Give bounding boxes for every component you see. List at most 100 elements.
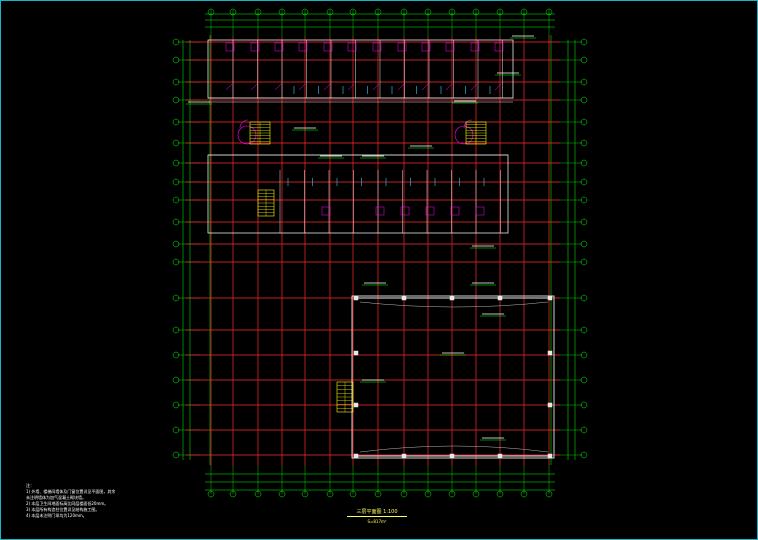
axis-bubble-icon xyxy=(172,451,180,459)
door-swing-icon xyxy=(225,42,235,52)
door-swing-icon xyxy=(274,83,282,91)
axis-bubble-icon xyxy=(448,8,456,16)
classroom-block-top xyxy=(207,39,514,99)
door-swing-icon xyxy=(425,206,435,216)
door-swing-icon xyxy=(445,83,453,91)
door-swing-icon xyxy=(450,206,460,216)
axis-bubble-icon xyxy=(172,326,180,334)
axis-bubble-icon xyxy=(326,490,334,498)
axis-bubble-icon xyxy=(520,490,528,498)
axis-bubble-icon xyxy=(580,218,588,226)
axis-bubble-icon xyxy=(580,451,588,459)
door-swing-icon xyxy=(274,42,284,52)
axis-bubble-icon xyxy=(400,490,408,498)
door-swing-icon xyxy=(250,83,258,91)
axis-bubble-icon xyxy=(254,490,262,498)
door-swing-icon xyxy=(372,83,380,91)
axis-bubble-icon xyxy=(172,294,180,302)
axis-bubble-icon xyxy=(424,8,432,16)
axis-bubble-icon xyxy=(580,326,588,334)
axis-bubble-icon xyxy=(172,96,180,104)
door-swing-icon xyxy=(397,83,405,91)
axis-bubble-icon xyxy=(172,196,180,204)
note-item: 未注明墙体为加气混凝土砌块墙。 xyxy=(26,495,86,500)
axis-bubble-icon xyxy=(580,139,588,147)
axis-bubble-icon xyxy=(580,258,588,266)
axis-bubble-icon xyxy=(229,8,237,16)
door-swing-icon xyxy=(347,42,357,52)
axis-bubble-icon xyxy=(172,401,180,409)
door-swing-icon xyxy=(475,206,485,216)
note-item: 2) 本层卫生间地面标高比同层楼面低20mm。 xyxy=(26,501,109,506)
axis-bubble-icon xyxy=(172,159,180,167)
axis-bubble-icon xyxy=(172,178,180,186)
axis-bubble-icon xyxy=(580,196,588,204)
door-swing-icon xyxy=(239,119,249,129)
axis-bubble-icon xyxy=(580,351,588,359)
column xyxy=(353,350,359,356)
axis-bubble-icon xyxy=(349,490,357,498)
column xyxy=(547,402,553,408)
note-item: 4) 本层未注明门垛均为120mm。 xyxy=(26,513,87,518)
door-swing-icon xyxy=(470,42,480,52)
axis-bubble-icon xyxy=(301,490,309,498)
door-swing-icon xyxy=(494,42,504,52)
column xyxy=(353,402,359,408)
axis-bubble-icon xyxy=(172,351,180,359)
door-swing-icon xyxy=(400,206,410,216)
axis-bubble-icon xyxy=(172,240,180,248)
axis-bubble-icon xyxy=(580,159,588,167)
door-swing-icon xyxy=(225,83,233,91)
axis-bubble-icon xyxy=(580,240,588,248)
axis-bubble-icon xyxy=(580,78,588,86)
axis-bubble-icon xyxy=(172,218,180,226)
notes-label: 注： xyxy=(26,483,34,488)
door-swing-icon xyxy=(372,42,382,52)
axis-bubble-icon xyxy=(520,8,528,16)
axis-bubble-icon xyxy=(580,294,588,302)
axis-bubble-icon xyxy=(400,8,408,16)
axis-bubble-icon xyxy=(207,490,215,498)
axis-bubble-icon xyxy=(172,258,180,266)
note-item: 1) 外墙、楼梯间墙体及门窗位置详见平面图，其余 xyxy=(26,489,116,494)
door-swing-icon xyxy=(421,83,429,91)
axis-bubble-icon xyxy=(229,490,237,498)
axis-bubble-icon xyxy=(580,426,588,434)
axis-bubble-icon xyxy=(580,96,588,104)
title-underline xyxy=(347,516,407,517)
door-swing-icon xyxy=(298,83,306,91)
axis-bubble-icon xyxy=(472,8,480,16)
door-swing-icon xyxy=(494,83,502,91)
axis-bubble-icon xyxy=(278,8,286,16)
door-swing-icon xyxy=(321,206,331,216)
drawing-title-block: 三层平面图 1:100 S=817m² xyxy=(337,508,417,524)
drawing-title: 三层平面图 1:100 xyxy=(356,509,398,515)
axis-bubble-icon xyxy=(349,8,357,16)
axis-bubble-icon xyxy=(448,490,456,498)
column-circle xyxy=(237,125,257,145)
door-swing-icon xyxy=(250,42,260,52)
axis-bubble-icon xyxy=(472,490,480,498)
axis-bubble-icon xyxy=(254,8,262,16)
drawing-notes: 注： 1) 外墙、楼梯间墙体及门窗位置详见平面图，其余 未注明墙体为加气混凝土砌… xyxy=(26,483,115,519)
door-swing-icon xyxy=(298,42,308,52)
roof-line xyxy=(359,301,549,308)
axis-bubble-icon xyxy=(172,139,180,147)
axis-bubble-icon xyxy=(496,8,504,16)
axis-bubble-icon xyxy=(172,38,180,46)
door-swing-icon xyxy=(375,206,385,216)
door-swing-icon xyxy=(421,42,431,52)
door-swing-icon xyxy=(470,83,478,91)
drawing-area-note: S=817m² xyxy=(367,519,387,524)
axis-bubble-icon xyxy=(374,8,382,16)
door-swing-icon xyxy=(445,42,455,52)
axis-bubble-icon xyxy=(545,490,553,498)
axis-bubble-icon xyxy=(545,8,553,16)
door-swing-icon xyxy=(463,119,473,129)
axis-bubble-icon xyxy=(580,118,588,126)
axis-bubble-icon xyxy=(374,490,382,498)
door-swing-icon xyxy=(323,42,333,52)
axis-bubble-icon xyxy=(580,401,588,409)
axis-bubble-icon xyxy=(496,490,504,498)
